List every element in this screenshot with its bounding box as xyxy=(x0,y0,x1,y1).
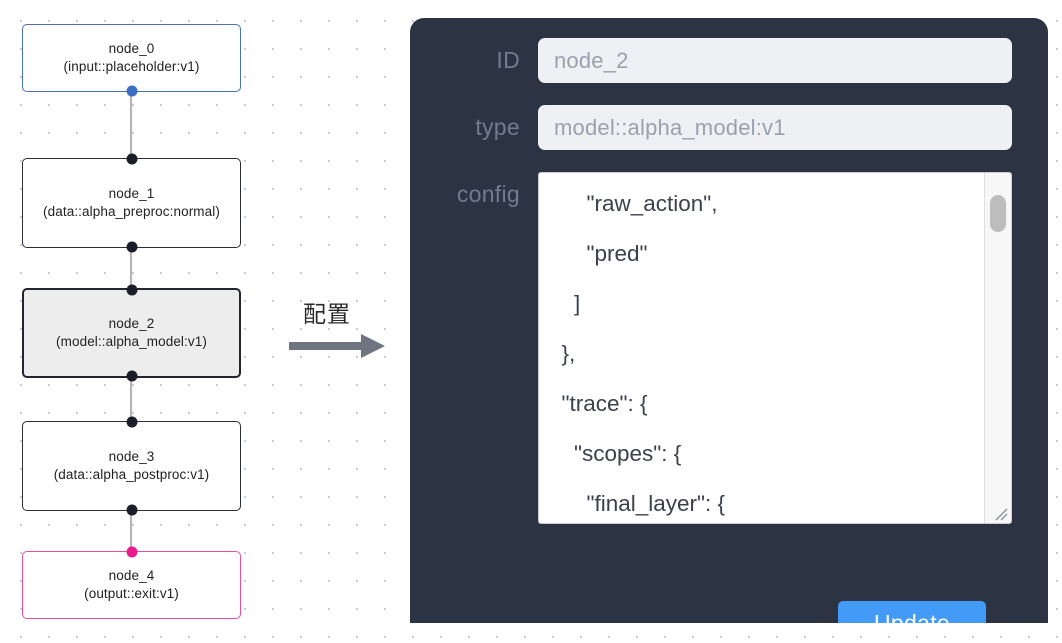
node-title: node_4 xyxy=(108,567,155,583)
field-row-id: ID node_2 xyxy=(428,38,1030,83)
node-subtitle: (data::alpha_preproc:normal) xyxy=(43,204,220,219)
node-title: node_0 xyxy=(108,40,155,56)
node-title: node_3 xyxy=(108,448,155,464)
id-input[interactable]: node_2 xyxy=(538,38,1012,83)
node-handle-bottom[interactable] xyxy=(126,504,137,516)
node-title: node_2 xyxy=(108,315,155,331)
node-subtitle: (data::alpha_postproc:v1) xyxy=(53,467,210,482)
right-arrow-icon xyxy=(289,334,385,358)
field-row-config: config "raw_action", "pred" ] }, "trace"… xyxy=(428,172,1030,524)
flow-node-node_3[interactable]: node_3 (data::alpha_postproc:v1) xyxy=(22,416,241,516)
config-textarea-content[interactable]: "raw_action", "pred" ] }, "trace": { "sc… xyxy=(561,191,726,516)
flow-node-node_2[interactable]: node_2 (model::alpha_model:v1) xyxy=(22,284,241,382)
node-inspector-panel: ID node_2 type model::alpha_model:v1 con… xyxy=(410,18,1048,623)
node-subtitle: (model::alpha_model:v1) xyxy=(56,334,207,349)
node-handle-top[interactable] xyxy=(126,546,137,558)
annotation-label: 配置 xyxy=(303,302,351,328)
node-handle-bottom[interactable] xyxy=(126,370,137,382)
config-scrollbar[interactable] xyxy=(984,173,1011,523)
type-label: type xyxy=(475,114,520,140)
id-label: ID xyxy=(496,47,520,73)
flow-node-node_1[interactable]: node_1 (data::alpha_preproc:normal) xyxy=(22,153,241,253)
node-handle-top[interactable] xyxy=(126,284,137,296)
node-subtitle: (output::exit:v1) xyxy=(84,586,179,601)
type-input[interactable]: model::alpha_model:v1 xyxy=(538,105,1012,150)
flow-node-node_0[interactable]: node_0 (input::placeholder:v1) xyxy=(22,24,241,97)
node-handle-bottom[interactable] xyxy=(126,85,137,97)
node-subtitle: (input::placeholder:v1) xyxy=(63,59,200,74)
flow-node-node_4[interactable]: node_4 (output::exit:v1) xyxy=(22,546,241,619)
node-handle-top[interactable] xyxy=(126,153,137,165)
config-label: config xyxy=(456,181,520,207)
field-row-type: type model::alpha_model:v1 xyxy=(428,105,1030,150)
config-textarea[interactable]: "raw_action", "pred" ] }, "trace": { "sc… xyxy=(538,172,1012,524)
node-handle-bottom[interactable] xyxy=(126,241,137,253)
node-handle-top[interactable] xyxy=(126,416,137,428)
update-button[interactable]: Update xyxy=(838,601,986,623)
annotation-group: 配置 xyxy=(289,295,401,365)
config-scrollbar-thumb[interactable] xyxy=(990,195,1006,232)
node-title: node_1 xyxy=(108,185,155,201)
